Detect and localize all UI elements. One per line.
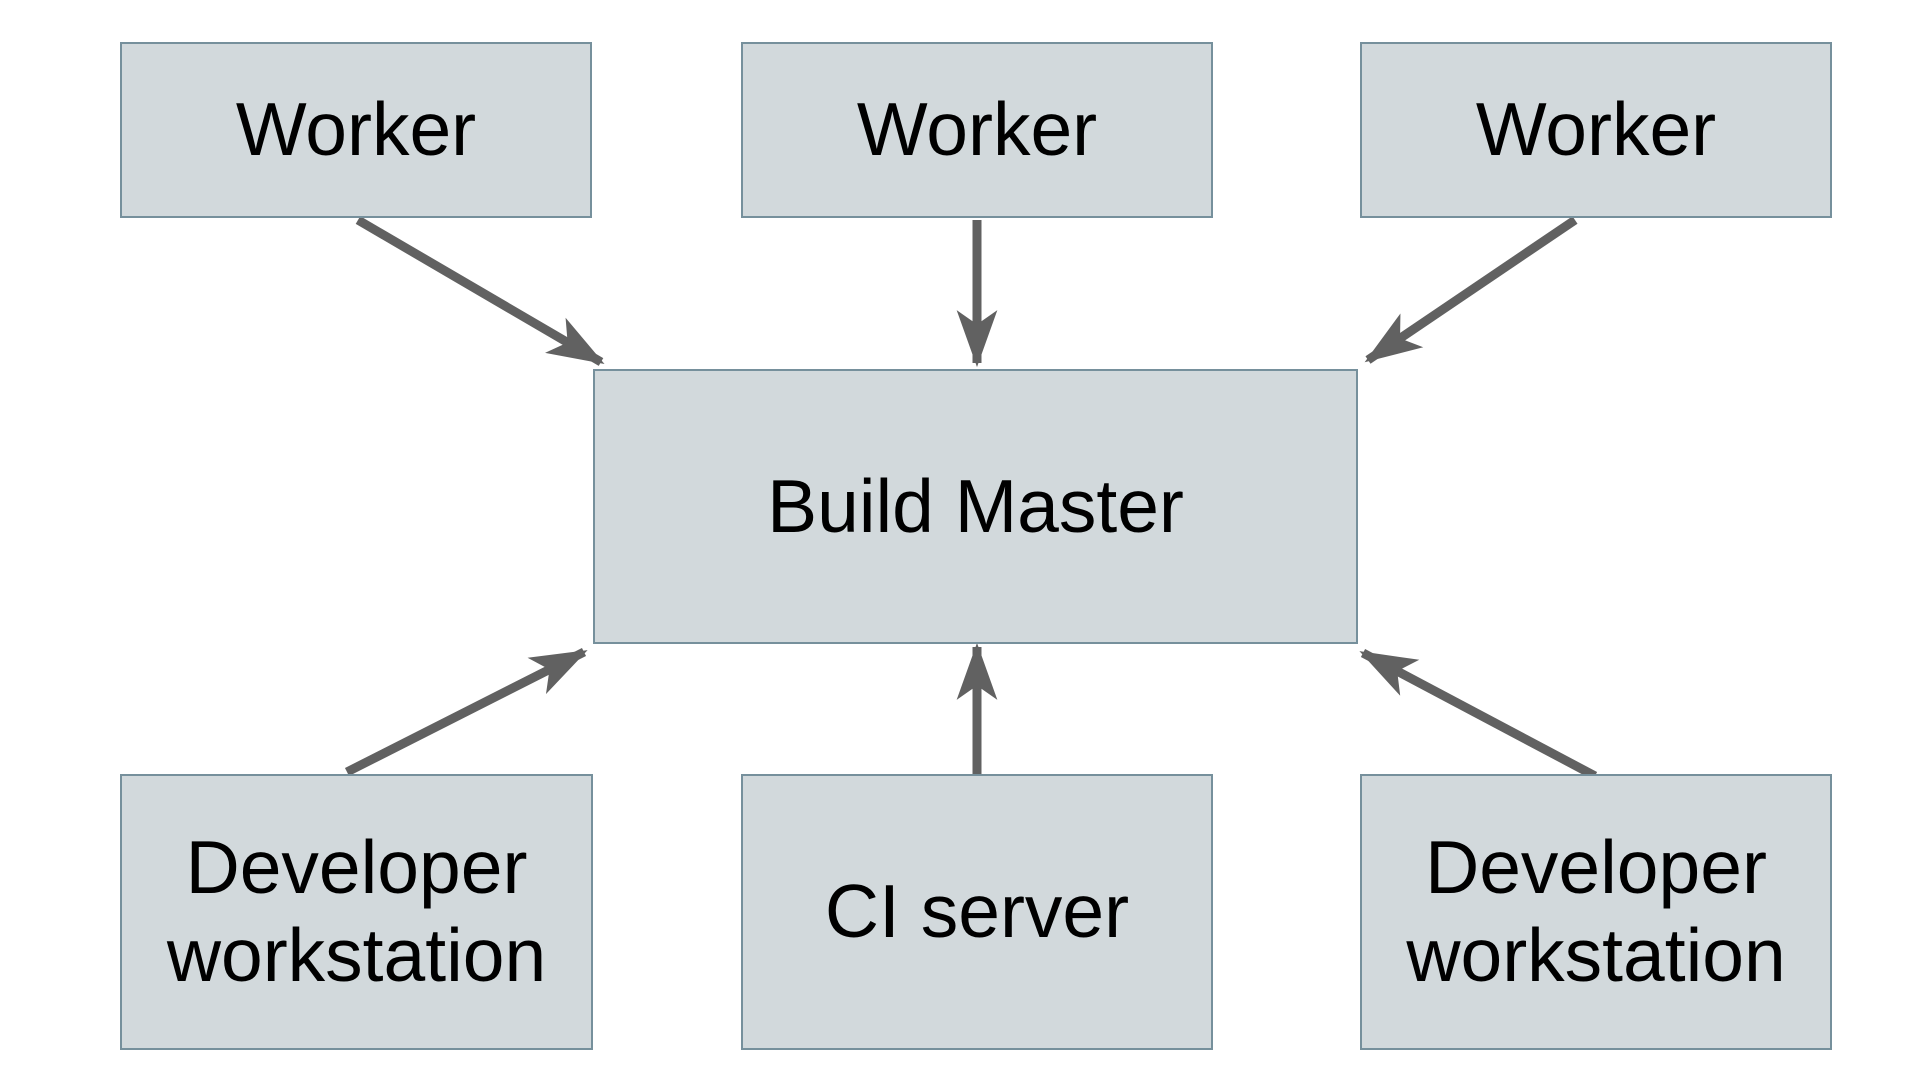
node-build-master: Build Master [593, 369, 1358, 644]
arrow-dev_workstation_left-to-build_master [344, 647, 588, 777]
arrow-dev_workstation_right-to-build_master [1359, 649, 1598, 780]
node-ci-server-label: CI server [824, 869, 1130, 954]
arrow-worker3-to-build_master [1364, 216, 1578, 364]
node-worker-1-label: Worker [235, 87, 477, 172]
node-developer-workstation-right-label: Developer workstation [1406, 825, 1786, 997]
node-worker-2: Worker [741, 42, 1213, 218]
arrow-worker1-to-build_master [355, 216, 605, 366]
node-worker-3: Worker [1360, 42, 1832, 218]
node-build-master-label: Build Master [767, 463, 1184, 548]
node-developer-workstation-left: Developer workstation [120, 774, 593, 1050]
node-ci-server: CI server [741, 774, 1213, 1050]
node-worker-3-label: Worker [1475, 87, 1717, 172]
node-developer-workstation-left-label: Developer workstation [166, 825, 547, 997]
node-worker-2-label: Worker [856, 87, 1098, 172]
node-developer-workstation-right: Developer workstation [1360, 774, 1832, 1050]
node-worker-1: Worker [120, 42, 592, 218]
